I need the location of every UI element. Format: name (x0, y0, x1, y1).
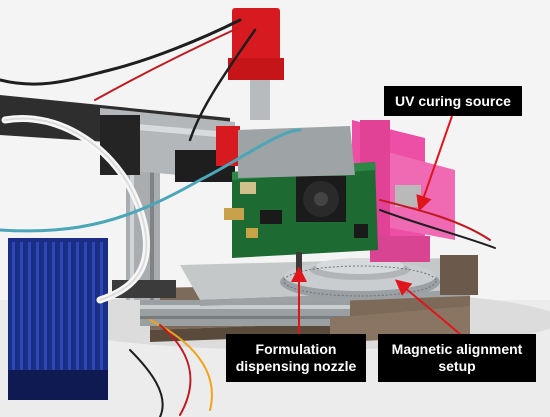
magnetic-alignment-label: Magnetic alignment setup (378, 334, 536, 382)
uv-curing-source-text: UV curing source (395, 92, 511, 109)
magnetic-label-line2: setup (438, 358, 476, 374)
nozzle-label-line1: Formulation (255, 341, 337, 357)
red-printed-part (216, 8, 284, 166)
uv-curing-source-label: UV curing source (384, 86, 522, 116)
pcb-board (224, 126, 378, 258)
formulation-nozzle-label: Formulation dispensing nozzle (226, 334, 366, 382)
cables (0, 18, 496, 417)
heatsink (8, 238, 108, 400)
gantry-beam (0, 95, 235, 182)
nozzle-label-line2: dispensing nozzle (235, 358, 357, 374)
magnetic-label-line1: Magnetic alignment (391, 341, 523, 357)
